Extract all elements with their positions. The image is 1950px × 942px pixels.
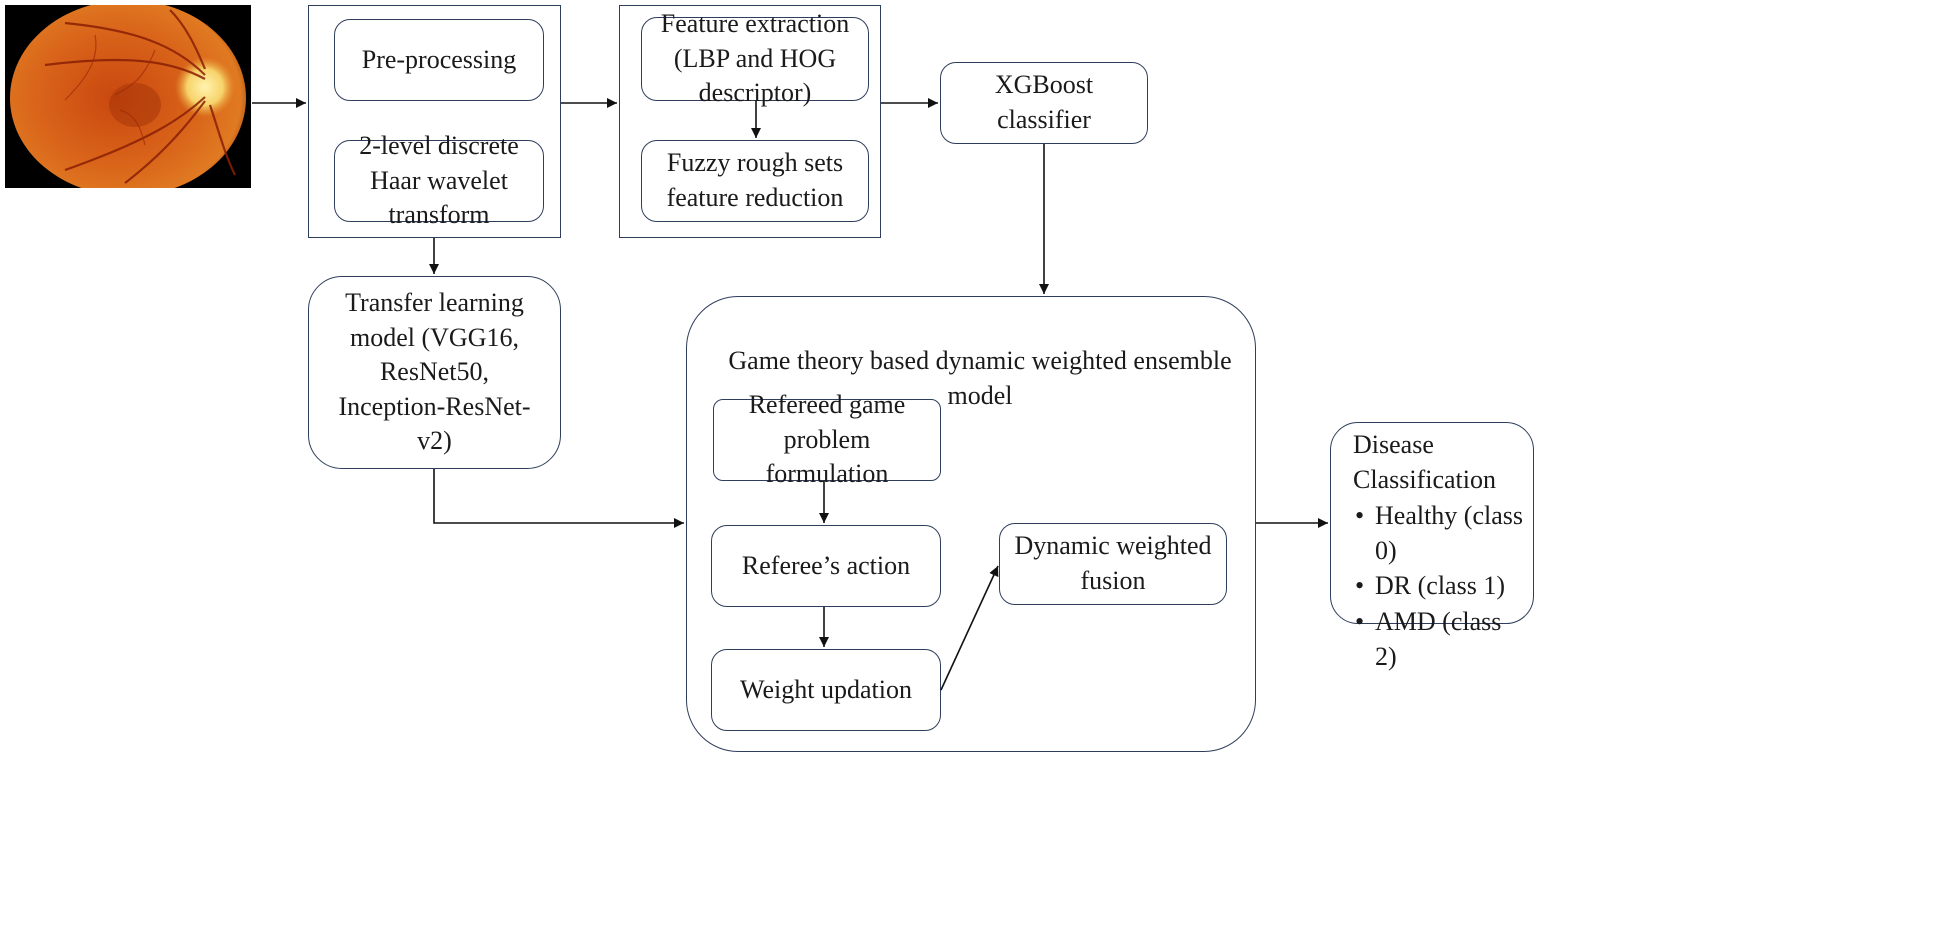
feature-extraction-box: Feature extraction (LBP and HOG descript… bbox=[641, 9, 869, 107]
class-item-dr: DR (class 1) bbox=[1355, 568, 1523, 604]
disease-classification-box: Disease Classification Healthy (class 0)… bbox=[1330, 422, 1534, 671]
transfer-learning-box: Transfer learning model (VGG16, ResNet50… bbox=[308, 276, 561, 469]
refereed-game-box: Refereed game problem formulation bbox=[713, 390, 941, 488]
fuzzy-rough-sets-label: Fuzzy rough sets feature reduction bbox=[666, 148, 844, 212]
dynamic-weighted-fusion-label: Dynamic weighted fusion bbox=[1014, 531, 1212, 595]
fundus-icon bbox=[5, 0, 251, 196]
arrow-updation-to-fusion bbox=[940, 565, 999, 691]
class-item-healthy: Healthy (class 0) bbox=[1355, 498, 1523, 569]
class-item-amd: AMD (class 2) bbox=[1355, 604, 1523, 675]
transfer-learning-label: Transfer learning model (VGG16, ResNet50… bbox=[338, 288, 531, 456]
haar-wavelet-label: 2-level discrete Haar wavelet transform bbox=[359, 131, 519, 230]
feature-extraction-label: Feature extraction (LBP and HOG descript… bbox=[660, 9, 850, 108]
weight-updation-label: Weight updation bbox=[740, 674, 912, 704]
ensemble-model-title: Game theory based dynamic weighted ensem… bbox=[728, 346, 1232, 410]
fuzzy-rough-sets-box: Fuzzy rough sets feature reduction bbox=[641, 140, 869, 222]
dynamic-weighted-fusion-box: Dynamic weighted fusion bbox=[999, 523, 1227, 605]
referee-action-box: Referee’s action bbox=[711, 525, 941, 607]
arrow-transfer-to-ensemble bbox=[433, 469, 684, 528]
refereed-game-label: Refereed game problem formulation bbox=[748, 390, 906, 489]
haar-wavelet-box: 2-level discrete Haar wavelet transform bbox=[334, 131, 544, 229]
retinal-fundus-image bbox=[5, 0, 251, 196]
preprocessing-stage-container bbox=[308, 5, 561, 238]
class-list: Healthy (class 0) DR (class 1) AMD (clas… bbox=[1353, 498, 1523, 675]
disease-classification-title: Disease Classification bbox=[1353, 430, 1496, 495]
preprocessing-label: Pre-processing bbox=[361, 44, 517, 74]
xgboost-label: XGBoost classifier bbox=[994, 70, 1094, 134]
xgboost-box: XGBoost classifier bbox=[940, 62, 1148, 144]
weight-updation-box: Weight updation bbox=[711, 649, 941, 731]
preprocessing-box: Pre-processing bbox=[334, 19, 544, 101]
ensemble-model-container bbox=[686, 296, 1256, 752]
referee-action-label: Referee’s action bbox=[741, 550, 911, 580]
feature-stage-container bbox=[619, 5, 881, 238]
